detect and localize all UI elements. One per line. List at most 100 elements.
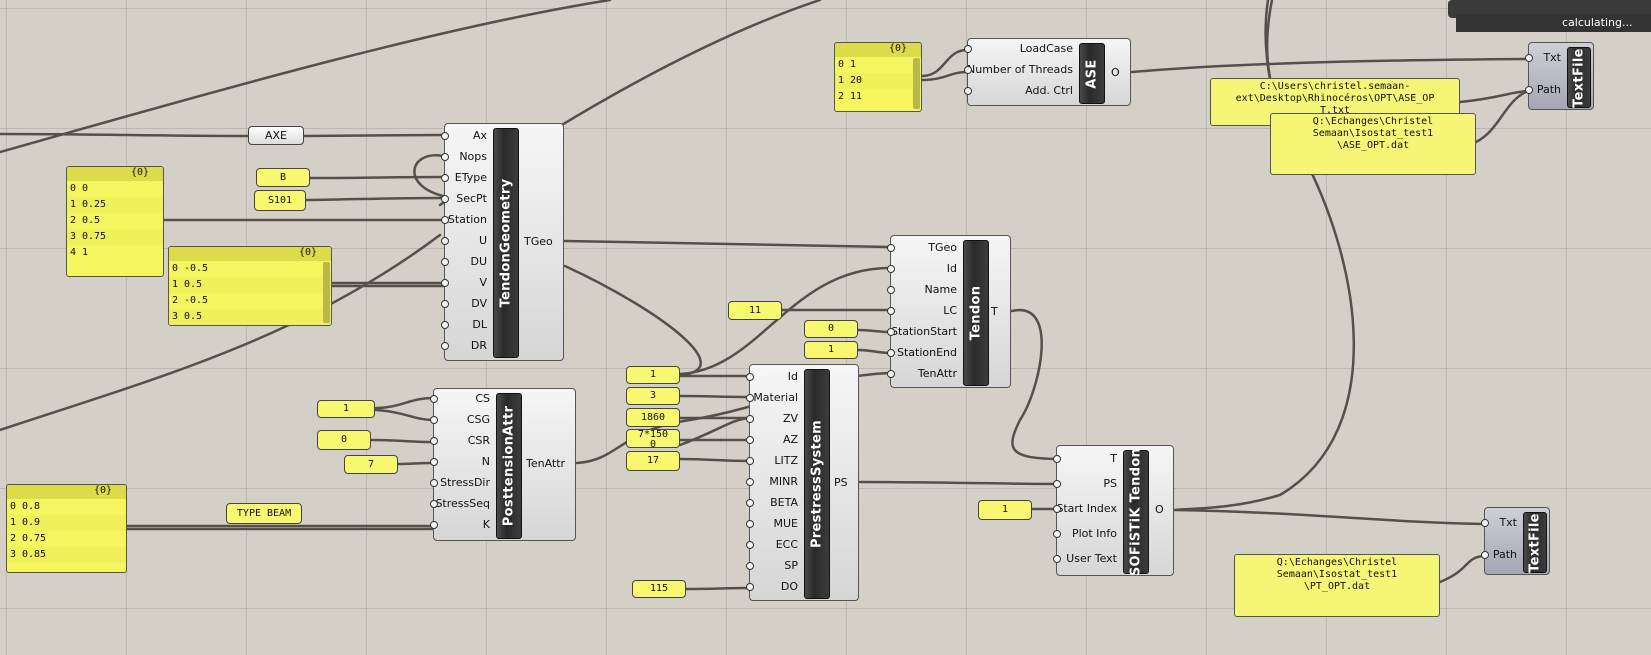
input-grip[interactable] bbox=[441, 258, 449, 266]
output-t[interactable]: T bbox=[991, 305, 998, 318]
input-grip[interactable] bbox=[430, 416, 438, 424]
csr-param[interactable]: 0 bbox=[317, 430, 371, 450]
input-grip[interactable] bbox=[887, 370, 895, 378]
output-o[interactable]: O bbox=[1111, 66, 1120, 79]
input-grip[interactable] bbox=[746, 478, 754, 486]
input-grip[interactable] bbox=[441, 195, 449, 203]
input-grip[interactable] bbox=[746, 415, 754, 423]
input-secpt[interactable]: SecPt bbox=[456, 192, 487, 205]
input-do[interactable]: DO bbox=[780, 580, 798, 593]
ps-litz-param[interactable]: 17 bbox=[626, 451, 680, 471]
input-litz[interactable]: LITZ bbox=[774, 454, 798, 467]
input-grip[interactable] bbox=[441, 342, 449, 350]
input-grip[interactable] bbox=[746, 394, 754, 402]
input-name[interactable]: Name bbox=[924, 283, 957, 296]
input-grip[interactable] bbox=[964, 66, 972, 74]
ps-az-param[interactable]: 7*150 0 bbox=[626, 429, 680, 448]
input-ecc[interactable]: ECC bbox=[775, 538, 798, 551]
input-grip[interactable] bbox=[1481, 551, 1489, 559]
input-nops[interactable]: Nops bbox=[459, 150, 487, 163]
input-etype[interactable]: EType bbox=[454, 171, 487, 184]
ps-do-param[interactable]: 115 bbox=[632, 580, 686, 598]
input-grip[interactable] bbox=[430, 458, 438, 466]
cs-param[interactable]: 1 bbox=[317, 400, 375, 418]
input-grip[interactable] bbox=[746, 457, 754, 465]
input-grip[interactable] bbox=[887, 328, 895, 336]
station-end-param[interactable]: 1 bbox=[804, 341, 858, 359]
input-grip[interactable] bbox=[1053, 455, 1061, 463]
input-u[interactable]: U bbox=[478, 234, 487, 247]
output-tgeo[interactable]: TGeo bbox=[524, 235, 553, 248]
k-label-param[interactable]: TYPE BEAM bbox=[226, 503, 302, 524]
input-grip[interactable] bbox=[430, 500, 438, 508]
station-start-param[interactable]: 0 bbox=[804, 320, 858, 338]
input-grip[interactable] bbox=[887, 307, 895, 315]
list-scrollbar[interactable] bbox=[913, 58, 920, 109]
input-grip[interactable] bbox=[441, 321, 449, 329]
input-zv[interactable]: ZV bbox=[782, 412, 798, 425]
lc-param[interactable]: 11 bbox=[728, 301, 782, 320]
input-tgeo[interactable]: TGeo bbox=[928, 241, 957, 254]
input-id[interactable]: Id bbox=[787, 370, 798, 383]
input-grip[interactable] bbox=[1525, 54, 1533, 62]
input-grip[interactable] bbox=[441, 216, 449, 224]
input-grip[interactable] bbox=[1481, 519, 1489, 527]
input-dr[interactable]: DR bbox=[470, 339, 487, 352]
ps-material-param[interactable]: 3 bbox=[626, 387, 680, 405]
input-cs[interactable]: CS bbox=[475, 392, 490, 405]
input-grip[interactable] bbox=[441, 300, 449, 308]
input-csr[interactable]: CSR bbox=[467, 434, 490, 447]
input-minr[interactable]: MINR bbox=[769, 475, 798, 488]
output-ps[interactable]: PS bbox=[834, 476, 848, 489]
input-grip[interactable] bbox=[430, 395, 438, 403]
input-grip[interactable] bbox=[887, 265, 895, 273]
input-grip[interactable] bbox=[441, 153, 449, 161]
input-material[interactable]: Material bbox=[753, 391, 798, 404]
list-scrollbar[interactable] bbox=[323, 262, 330, 323]
input-stationstart[interactable]: StationStart bbox=[891, 325, 957, 338]
input-tenattr[interactable]: TenAttr bbox=[917, 367, 957, 380]
input-n[interactable]: N bbox=[481, 455, 490, 468]
secpt-param[interactable]: S101 bbox=[254, 190, 306, 211]
input-lc[interactable]: LC bbox=[943, 304, 957, 317]
input-grip[interactable] bbox=[1053, 555, 1061, 563]
input-grip[interactable] bbox=[964, 45, 972, 53]
input-txt[interactable]: Txt bbox=[1543, 51, 1561, 64]
input-grip[interactable] bbox=[430, 479, 438, 487]
input-id[interactable]: Id bbox=[946, 262, 957, 275]
input-path[interactable]: Path bbox=[1536, 83, 1561, 96]
etype-param[interactable]: B bbox=[256, 168, 310, 187]
input-grip[interactable] bbox=[441, 174, 449, 182]
input-grip[interactable] bbox=[746, 499, 754, 507]
input-v[interactable]: V bbox=[479, 276, 487, 289]
input-ax[interactable]: Ax bbox=[472, 129, 487, 142]
input-grip[interactable] bbox=[430, 521, 438, 529]
input-grip[interactable] bbox=[441, 132, 449, 140]
output-o[interactable]: O bbox=[1155, 503, 1164, 516]
input-k[interactable]: K bbox=[482, 518, 490, 531]
input-stationend[interactable]: StationEnd bbox=[896, 346, 957, 359]
input-az[interactable]: AZ bbox=[782, 433, 798, 446]
input-grip[interactable] bbox=[1053, 505, 1061, 513]
input-loadcase[interactable]: LoadCase bbox=[1019, 42, 1073, 55]
input-du[interactable]: DU bbox=[470, 255, 487, 268]
input-grip[interactable] bbox=[964, 87, 972, 95]
input-grip[interactable] bbox=[746, 583, 754, 591]
input-path[interactable]: Path bbox=[1492, 548, 1517, 561]
input-csg[interactable]: CSG bbox=[466, 413, 490, 426]
input-grip[interactable] bbox=[887, 286, 895, 294]
n-param[interactable]: 7 bbox=[344, 455, 398, 474]
input-grip[interactable] bbox=[746, 436, 754, 444]
input-grip[interactable] bbox=[887, 244, 895, 252]
input-t[interactable]: T bbox=[1110, 452, 1117, 465]
axe-param[interactable]: AXE bbox=[248, 126, 304, 145]
input-plot-info[interactable]: Plot Info bbox=[1071, 527, 1117, 540]
input-grip[interactable] bbox=[887, 349, 895, 357]
